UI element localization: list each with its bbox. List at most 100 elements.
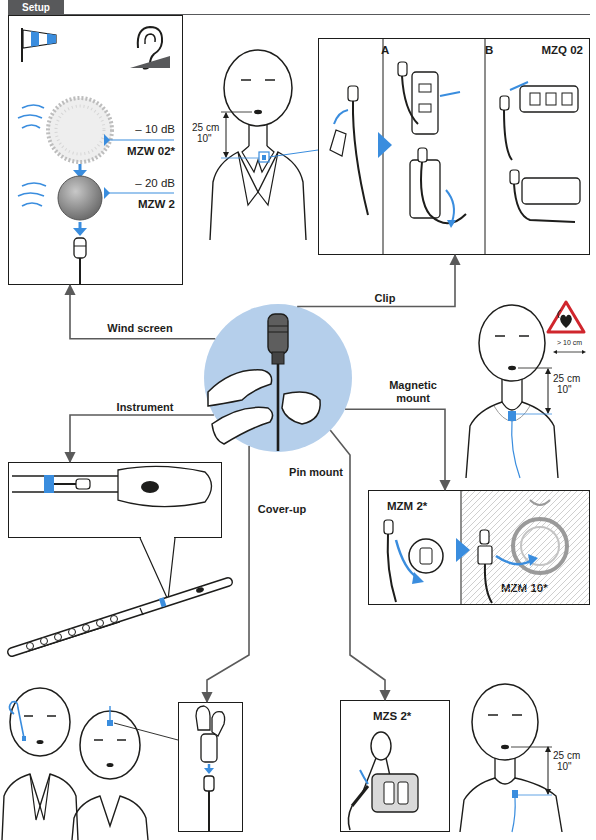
neck [502, 379, 522, 402]
dimension-line [548, 747, 549, 794]
mic-cable [512, 798, 515, 832]
mic-cable [348, 806, 352, 830]
circle-shape [204, 304, 352, 452]
fabric [462, 491, 589, 604]
option-label: Instrument [105, 401, 185, 414]
value-text: – 10 dB [109, 122, 175, 136]
option-label: Wind screen [100, 322, 180, 335]
part-number: A [381, 43, 401, 57]
panel-divider [485, 39, 486, 254]
pin-shank [386, 758, 390, 776]
pacemaker-icon [558, 310, 561, 318]
part-number: MZQ 02 [515, 43, 583, 57]
lip-plate [118, 466, 212, 506]
mic-cable [402, 76, 418, 124]
ear-icon [145, 34, 155, 44]
finger [212, 407, 273, 444]
mic-position [22, 736, 26, 741]
mic-cable [504, 110, 512, 160]
move-arrow [446, 190, 454, 222]
magnet-clip [420, 548, 432, 564]
distance-arrow [582, 350, 586, 354]
embouchure-hole [141, 481, 159, 493]
value-rule [108, 139, 174, 140]
dimension-label: 25 cm [553, 373, 580, 384]
dimension-label: 10" [557, 761, 572, 772]
mouth [254, 110, 262, 114]
eye [94, 739, 103, 741]
callout-gap [141, 537, 174, 540]
down-arrow [73, 228, 87, 236]
shirt [466, 402, 558, 478]
clip-holder [330, 130, 346, 156]
value-pointer [104, 134, 110, 146]
eye [117, 739, 126, 741]
pin-loop [371, 732, 391, 760]
part-number: MZM 2* [387, 499, 447, 513]
mic-body [268, 314, 288, 354]
wind-lines [18, 183, 46, 206]
jacket [2, 774, 78, 840]
detail-box [178, 702, 243, 832]
detail-box: MZS 2* [340, 700, 450, 832]
leader-line [114, 723, 178, 740]
dimension-line [226, 113, 227, 157]
option-connector [70, 415, 214, 462]
mic-capsule [510, 170, 519, 184]
mic-cable [54, 483, 76, 485]
embouchure-hole [195, 586, 204, 593]
windsock-stripe [31, 31, 39, 47]
mic-position [508, 411, 516, 421]
mic-capsule [398, 62, 407, 76]
detail-box: MZM 2*MZM 10* [368, 490, 590, 605]
flute [12, 582, 228, 652]
mic-capsule [74, 238, 86, 258]
flute [12, 582, 228, 652]
foam-windscreen [48, 98, 112, 162]
option-label: Magnetic mount [380, 379, 446, 405]
mic-capsule [76, 479, 90, 489]
mic-capsule [384, 520, 393, 534]
key-rod [26, 622, 120, 652]
flute-key [111, 616, 118, 623]
circle-outline [204, 304, 352, 452]
mic-cable [208, 791, 210, 831]
move-arrow [334, 110, 348, 124]
mount-band [159, 597, 167, 607]
dimension-arrow [223, 152, 229, 158]
move-arrow [360, 770, 368, 784]
dimension-arrow [545, 408, 551, 414]
head [224, 50, 292, 126]
mic-rib [268, 332, 288, 333]
neck [495, 758, 515, 778]
dimension-label: 10" [557, 384, 572, 395]
move-arrow [510, 82, 528, 90]
mic-capsule [500, 96, 509, 110]
windsock-stripe [47, 34, 56, 45]
eye [241, 79, 251, 81]
mic-position [107, 720, 113, 726]
windsock [23, 30, 56, 48]
magnet-ring [513, 519, 567, 573]
shirt [460, 778, 562, 832]
flute-tube [12, 491, 120, 492]
mic-capsule [480, 530, 489, 544]
mic-capsule [352, 786, 368, 806]
eye [24, 715, 33, 717]
dimension-tick [518, 368, 552, 369]
necklace [494, 406, 530, 421]
clip-slot [419, 84, 431, 92]
dimension-line [548, 369, 549, 413]
eye [47, 715, 56, 717]
distance-arrow [553, 350, 557, 354]
head [10, 688, 70, 756]
part-number: MZW 2 [109, 197, 175, 211]
dimension-label: > 10 cm [557, 339, 582, 347]
clip-holder [412, 72, 438, 134]
mic-position [262, 155, 266, 160]
clip-holder [410, 160, 440, 218]
value-rule [108, 192, 174, 193]
shirt-collar [242, 146, 274, 172]
